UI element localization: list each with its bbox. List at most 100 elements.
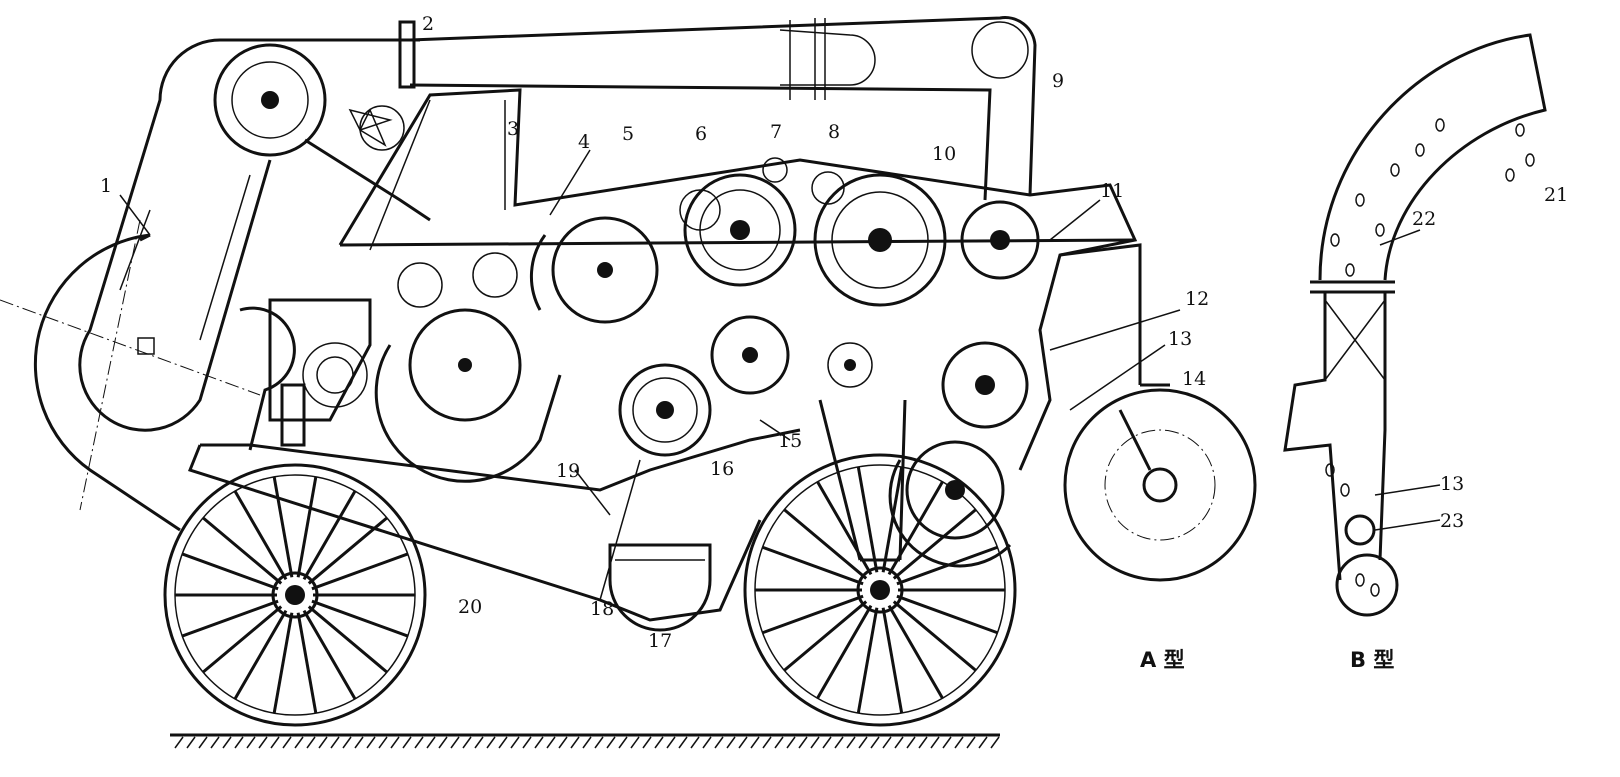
ground-hatch-stroke <box>690 736 700 749</box>
wheel-spoke <box>233 490 288 581</box>
ground-hatch-stroke <box>918 736 928 749</box>
left-wheel <box>163 463 427 727</box>
ground-hatch-stroke <box>678 736 688 749</box>
auger-trough-17 <box>608 543 712 632</box>
ground-hatch-stroke <box>522 736 532 749</box>
material-particle <box>1325 463 1335 477</box>
label-23: 23 <box>1440 510 1464 532</box>
material-particle <box>1390 163 1400 177</box>
wheel-spoke <box>892 508 977 580</box>
rotors <box>302 157 1040 568</box>
ground-hatch-stroke <box>222 736 232 749</box>
ground-hatch-stroke <box>558 736 568 749</box>
variant-b-caption: B 型 <box>1350 648 1394 672</box>
wheel-spoke <box>856 466 879 573</box>
label-5: 5 <box>622 123 634 145</box>
wheel-spoke <box>762 594 864 635</box>
label-12: 12 <box>1185 288 1209 310</box>
wheel-spoke <box>783 508 868 580</box>
label-16: 16 <box>710 458 734 480</box>
label-4: 4 <box>578 131 590 153</box>
wheel-spoke <box>233 609 288 700</box>
label-19: 19 <box>556 460 580 482</box>
ground-hatch-stroke <box>174 736 184 749</box>
wheel-spoke <box>296 476 318 578</box>
ground-hatch-stroke <box>594 736 604 749</box>
ground-hatch-stroke <box>762 736 772 749</box>
ground-hatch-stroke <box>666 736 676 749</box>
ground-hatch-stroke <box>846 736 856 749</box>
label-9: 9 <box>1052 70 1064 92</box>
ground-hatch-stroke <box>366 736 376 749</box>
ground-hatch-stroke <box>498 736 508 749</box>
wheel-spoke <box>296 612 318 714</box>
ground-hatch-stroke <box>474 736 484 749</box>
wheel-spoke <box>202 516 283 585</box>
ground-hatch-stroke <box>822 736 832 749</box>
ground-hatch-stroke <box>654 736 664 749</box>
ground-hatch-stroke <box>270 736 280 749</box>
ground-hatch-stroke <box>750 736 760 749</box>
ground-hatch-stroke <box>786 736 796 749</box>
ground-hatch-stroke <box>426 736 436 749</box>
ground-hatch-stroke <box>774 736 784 749</box>
ground-hatch-stroke <box>414 736 424 749</box>
ground-hatch-stroke <box>462 736 472 749</box>
material-particle <box>1415 143 1425 157</box>
part-labels: 1 2 3 4 5 6 7 8 9 10 11 12 13 14 15 16 1… <box>100 13 1568 672</box>
label-15: 15 <box>778 430 802 452</box>
a-type-discharge <box>1059 243 1257 582</box>
ground-hatch-stroke <box>834 736 844 749</box>
ground-hatch-stroke <box>906 736 916 749</box>
leader-lines <box>119 149 1441 601</box>
ground-hatch-stroke <box>438 736 448 749</box>
wheel-spoke <box>307 605 388 674</box>
wheel-spoke <box>311 599 409 638</box>
ground-hatch-stroke <box>582 736 592 749</box>
ground-hatch-stroke <box>534 736 544 749</box>
feed-hopper <box>0 219 261 532</box>
label-7: 7 <box>770 121 782 143</box>
ground-hatch-stroke <box>330 736 340 749</box>
ground-hatch-stroke <box>978 736 988 749</box>
ground-hatch-stroke <box>186 736 196 749</box>
wheel-spoke <box>272 612 294 714</box>
ground-hatching <box>170 733 1000 749</box>
wheel-spoke <box>302 490 357 581</box>
wheel-spoke <box>896 594 998 635</box>
material-particle <box>1435 118 1445 132</box>
material-particle <box>1505 168 1515 182</box>
wheel-spoke <box>892 600 977 672</box>
ground-hatch-stroke <box>342 736 352 749</box>
wheel-spoke <box>302 609 357 700</box>
b-type-discharge <box>1283 33 1547 617</box>
label-2: 2 <box>422 13 434 35</box>
wheel-spoke <box>202 605 283 674</box>
label-22: 22 <box>1412 208 1436 230</box>
material-particle <box>1515 123 1525 137</box>
wheel-spoke <box>272 476 294 578</box>
wheel-spoke <box>762 545 864 586</box>
ground-hatch-stroke <box>378 736 388 749</box>
ground-hatch-stroke <box>234 736 244 749</box>
wheel-axle <box>285 585 305 605</box>
ground-hatch-stroke <box>486 736 496 749</box>
variant-a-caption: A 型 <box>1140 648 1185 672</box>
ground-hatch-stroke <box>798 736 808 749</box>
right-wheel-frame <box>818 399 907 562</box>
ground-hatch-stroke <box>630 736 640 749</box>
ground-hatch-stroke <box>930 736 940 749</box>
label-20: 20 <box>458 596 482 618</box>
ground-hatch-stroke <box>942 736 952 749</box>
label-1: 1 <box>100 175 112 197</box>
wheel-spoke <box>887 604 944 700</box>
ground-hatch-stroke <box>510 736 520 749</box>
ground-hatch-stroke <box>714 736 724 749</box>
ground-hatch-stroke <box>210 736 220 749</box>
label-6: 6 <box>695 123 707 145</box>
label-13: 13 <box>1168 328 1192 350</box>
wheel-spoke <box>896 545 998 586</box>
ground-hatch-stroke <box>870 736 880 749</box>
material-particle <box>1340 483 1350 497</box>
wheel-hub <box>271 571 319 619</box>
